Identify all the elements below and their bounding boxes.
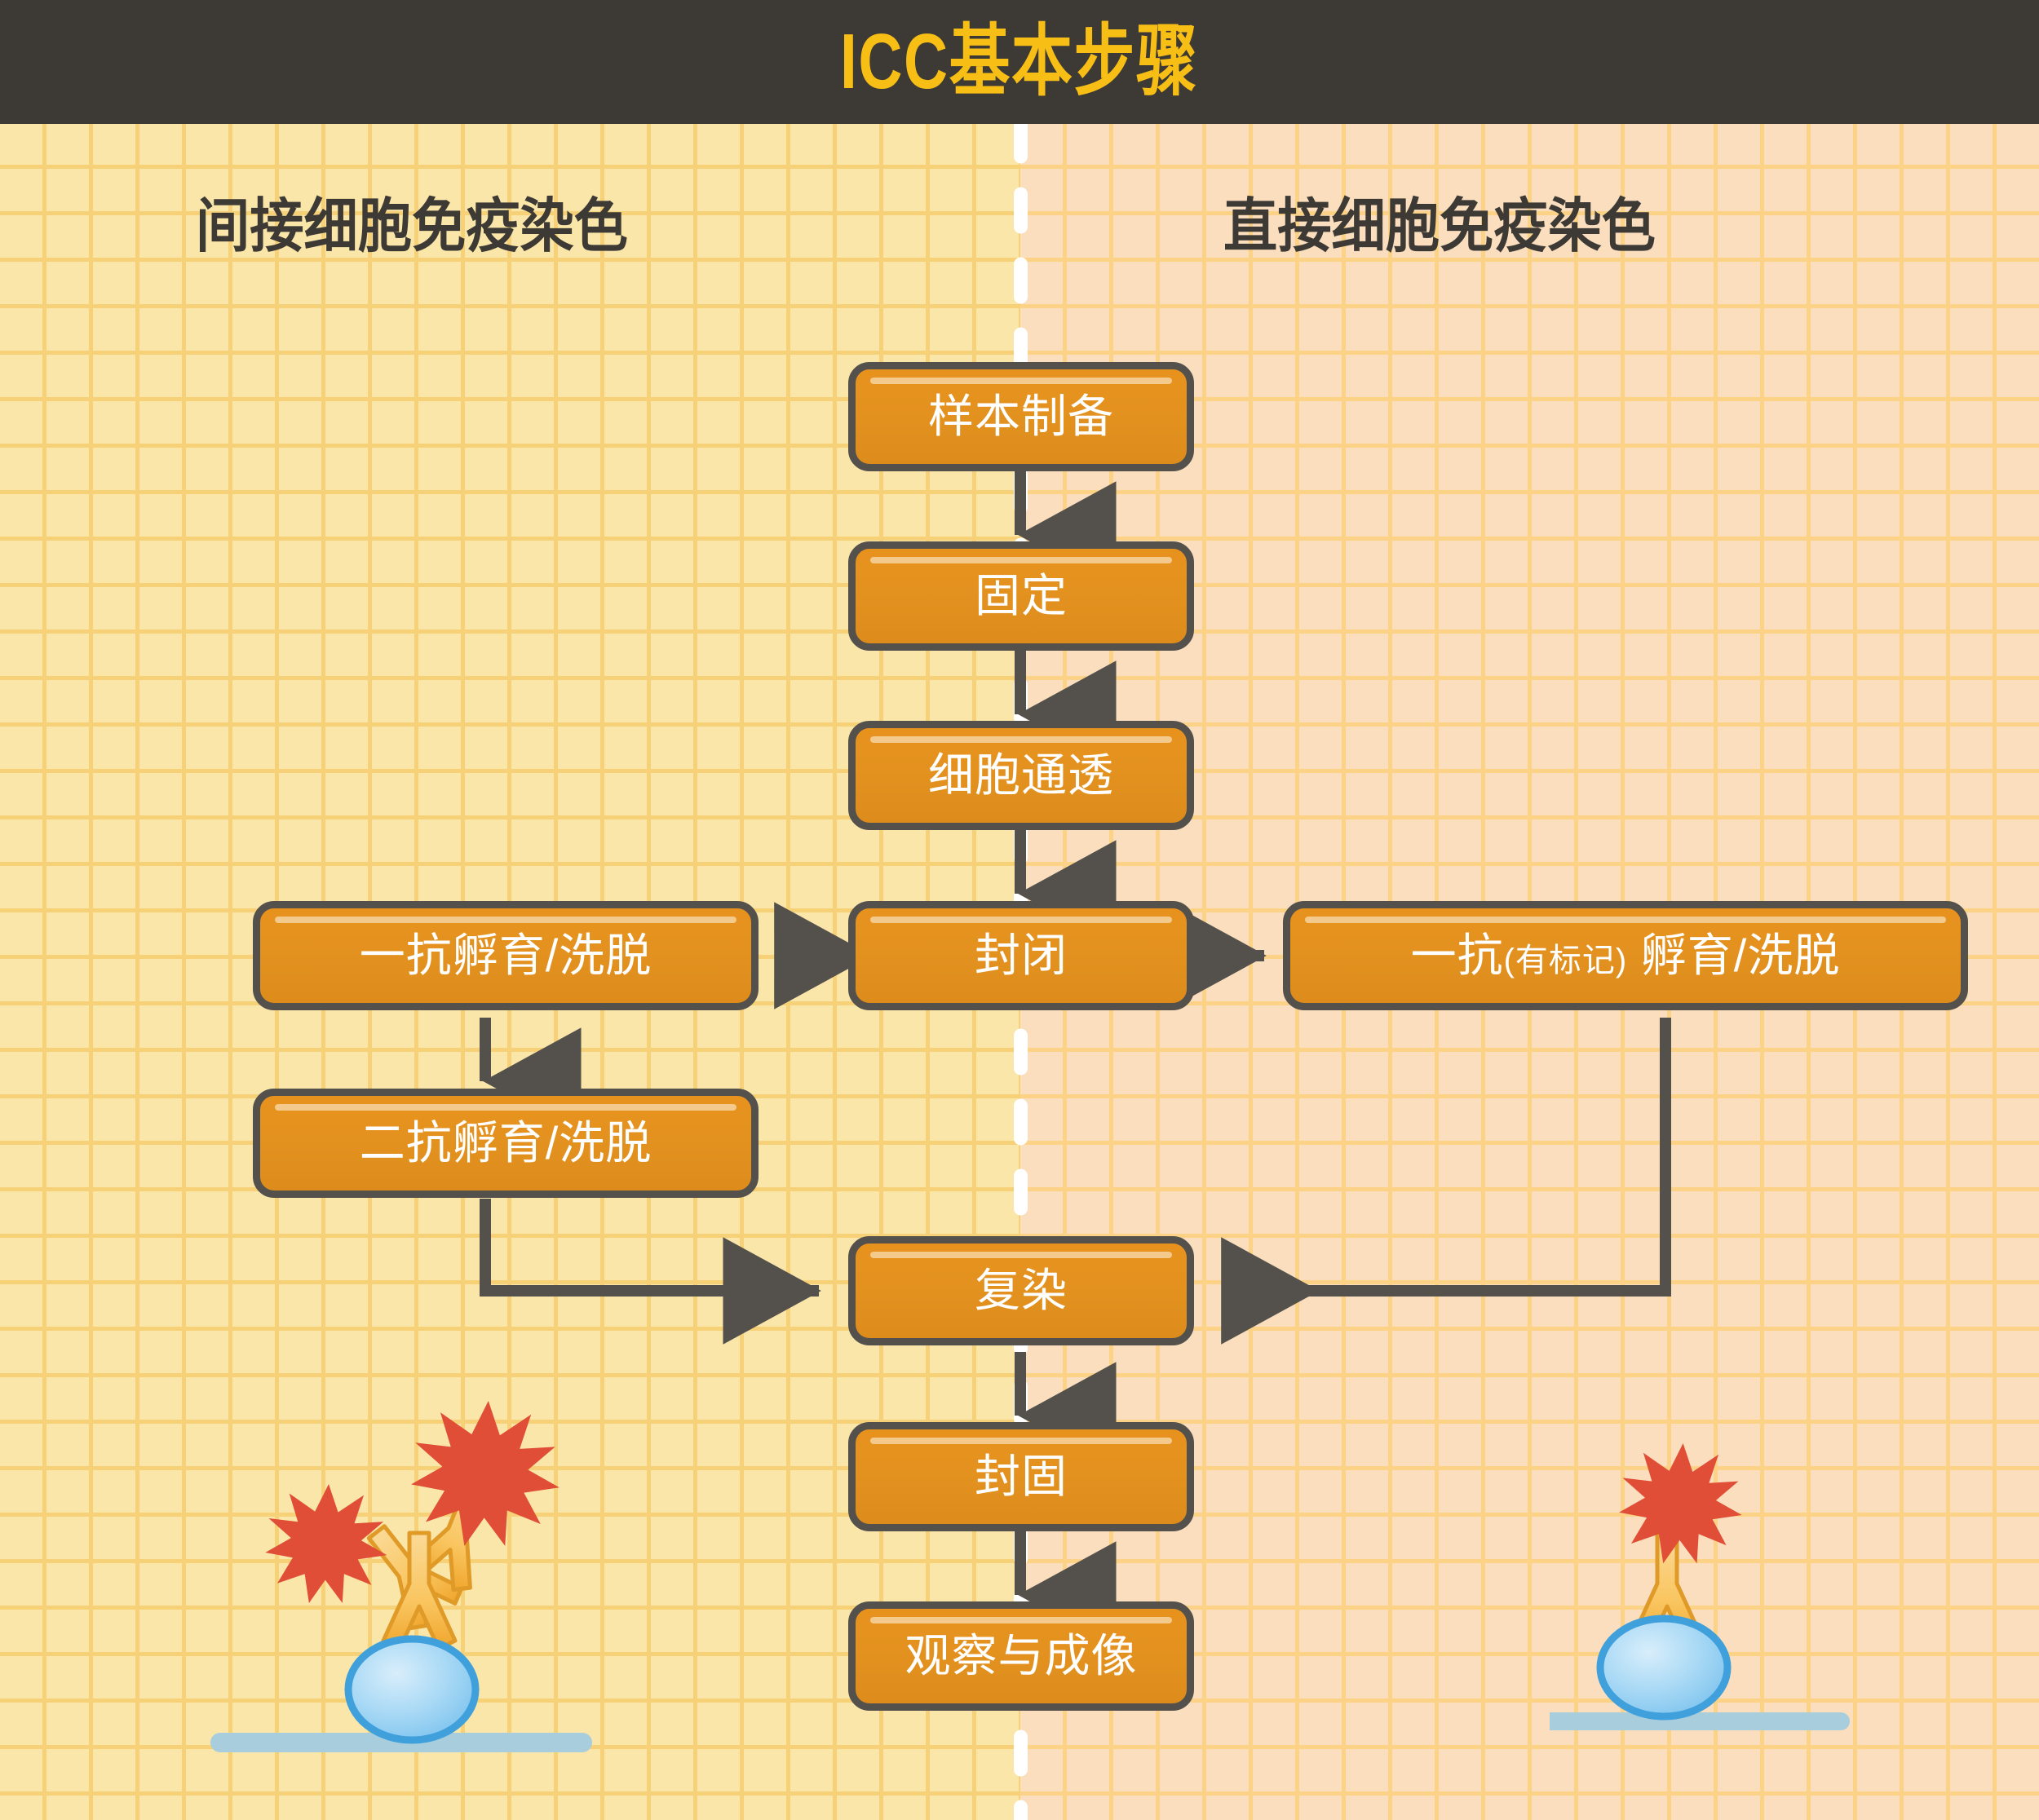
node-label: 样本制备 [928,391,1114,442]
node-primary-antibody-direct[interactable]: 一抗(有标记) 孵育/洗脱 [1283,901,1968,1010]
node-mounting[interactable]: 封固 [848,1422,1194,1531]
node-label: 观察与成像 [905,1630,1138,1681]
node-label: 复染 [975,1265,1068,1316]
node-highlight [870,557,1172,563]
left-panel-label: 间接细胞免疫染色 [196,194,628,259]
node-imaging[interactable]: 观察与成像 [848,1601,1194,1711]
antigen-icon [344,1635,480,1744]
fluorophore-icon [265,1484,387,1603]
node-permeabilization[interactable]: 细胞通透 [848,721,1194,830]
indirect-staining-illustration [210,1401,592,1752]
node-highlight [870,917,1172,923]
node-sample-prep[interactable]: 样本制备 [848,362,1194,471]
node-secondary-antibody[interactable]: 二抗孵育/洗脱 [253,1089,759,1198]
node-fixation[interactable]: 固定 [848,541,1194,651]
primary-antibody-icon [381,1531,458,1651]
node-label-tail: 孵育/洗脱 [1627,930,1841,981]
page-title: ICC基本步骤 [840,18,1199,105]
node-label: 一抗(有标记) 孵育/洗脱 [1411,933,1841,978]
fluorophore-icon [411,1401,560,1546]
node-label: 二抗孵育/洗脱 [359,1117,652,1168]
node-highlight [870,1617,1172,1623]
node-counterstain[interactable]: 复染 [848,1236,1194,1345]
header-bar: ICC基本步骤 [0,0,2039,124]
node-label: 封固 [975,1451,1068,1502]
node-label: 一抗孵育/洗脱 [359,930,652,981]
node-label: 固定 [975,570,1068,621]
node-highlight [870,736,1172,743]
node-label: 细胞通透 [928,749,1114,801]
right-panel-label: 直接细胞免疫染色 [1223,194,1656,259]
node-highlight [870,1438,1172,1444]
node-highlight [870,378,1172,384]
node-highlight [275,1104,736,1111]
node-primary-antibody-indirect[interactable]: 一抗孵育/洗脱 [253,901,759,1010]
node-blocking[interactable]: 封闭 [848,901,1194,1010]
direct-staining-illustration [1550,1443,1850,1730]
node-highlight [1305,917,1946,923]
substrate-bar [1550,1712,1850,1730]
node-highlight [870,1252,1172,1258]
node-highlight [275,917,736,923]
fluorophore-icon [1619,1443,1742,1564]
node-label-note: (有标记) [1503,943,1628,978]
node-label-main: 一抗 [1410,930,1504,981]
antigen-icon [1596,1615,1732,1721]
node-label: 封闭 [975,930,1068,981]
